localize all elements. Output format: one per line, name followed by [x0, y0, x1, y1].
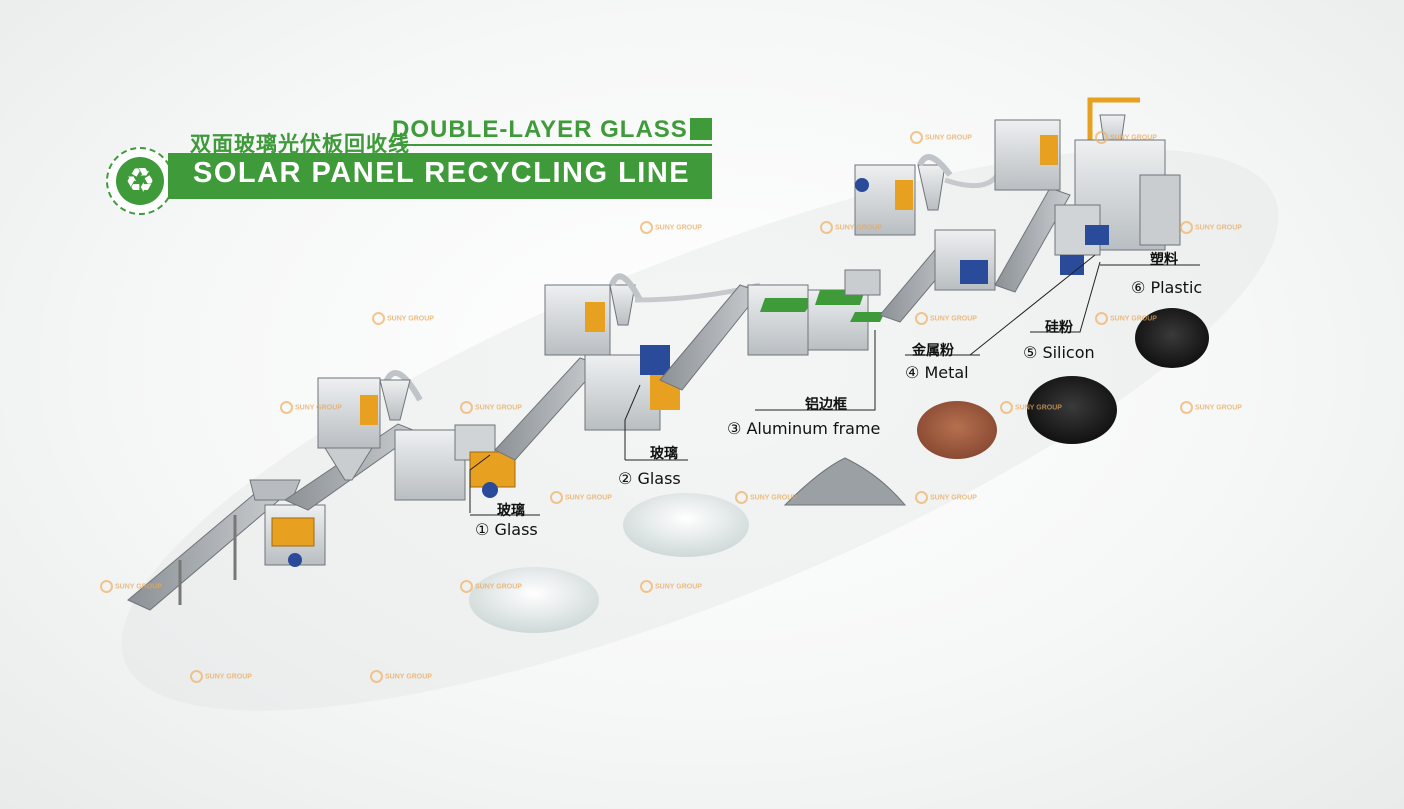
watermark: SUNY GROUP	[910, 131, 972, 144]
output-4-label-cn: 金属粉	[912, 343, 954, 359]
conveyor-1	[127, 479, 301, 611]
watermark: SUNY GROUP	[1000, 401, 1062, 414]
output-4-name: Metal	[924, 363, 969, 382]
watermark: SUNY GROUP	[735, 491, 797, 504]
output-2-number: ②	[618, 469, 633, 488]
output-3-label-cn: 铝边框	[805, 397, 847, 413]
output-1-number: ①	[475, 520, 490, 539]
output-6-label: ⑥ Plastic	[1131, 278, 1202, 297]
watermark: SUNY GROUP	[640, 580, 702, 593]
output-2-label: ② Glass	[618, 469, 681, 488]
metal-powder-pile	[917, 401, 997, 459]
output-3-name: Aluminum frame	[746, 419, 881, 438]
watermark: SUNY GROUP	[372, 312, 434, 325]
output-6-label-cn: 塑料	[1150, 252, 1178, 268]
watermark: SUNY GROUP	[915, 312, 977, 325]
output-5-label: ⑤ Silicon	[1023, 343, 1095, 362]
grinder-station-3	[934, 229, 996, 291]
watermark: SUNY GROUP	[1180, 221, 1242, 234]
output-6-name: Plastic	[1150, 278, 1203, 297]
leader-1	[469, 454, 491, 513]
watermark: SUNY GROUP	[640, 221, 702, 234]
watermark: SUNY GROUP	[1180, 401, 1242, 414]
silicon-powder-pile	[1027, 376, 1117, 444]
watermark: SUNY GROUP	[820, 221, 882, 234]
shredder-1	[264, 504, 326, 567]
separation-station-final	[1054, 139, 1181, 275]
output-5-number: ⑤	[1023, 343, 1038, 362]
leader-2	[624, 384, 641, 460]
watermark: SUNY GROUP	[100, 580, 162, 593]
watermark: SUNY GROUP	[280, 401, 342, 414]
banner-square	[690, 118, 712, 140]
watermark: SUNY GROUP	[1095, 312, 1157, 325]
dust-collector-3	[854, 154, 1003, 236]
watermark: SUNY GROUP	[190, 670, 252, 683]
leader-lines	[469, 254, 1200, 516]
banner-title-cn: 双面玻璃光伏板回收线	[190, 132, 410, 156]
output-6-number: ⑥	[1131, 278, 1146, 297]
crusher-station-1	[394, 424, 516, 501]
output-5-name: Silicon	[1042, 343, 1095, 362]
dust-collector-4	[994, 97, 1140, 191]
output-2-label-cn: 玻璃	[650, 446, 678, 462]
glass-pile-2	[623, 493, 749, 557]
aluminum-pile	[783, 457, 907, 506]
watermark: SUNY GROUP	[370, 670, 432, 683]
output-1-name: Glass	[494, 520, 538, 539]
watermark: SUNY GROUP	[460, 580, 522, 593]
output-1-label-cn: 玻璃	[497, 503, 525, 519]
glass-pile-1	[469, 567, 599, 633]
recycle-badge: ♻	[106, 147, 174, 215]
leader-5	[1030, 261, 1101, 333]
watermark: SUNY GROUP	[1095, 131, 1157, 144]
banner-title-top: DOUBLE-LAYER GLASS	[392, 116, 688, 143]
output-5-label-cn: 硅粉	[1045, 320, 1073, 336]
watermark: SUNY GROUP	[460, 401, 522, 414]
output-4-label: ④ Metal	[905, 363, 969, 382]
conveyor-6	[994, 187, 1071, 293]
output-4-number: ④	[905, 363, 920, 382]
frame-separator	[747, 269, 885, 356]
banner-title-main: SOLAR PANEL RECYCLING LINE	[193, 157, 691, 189]
leader-3	[755, 330, 876, 411]
output-2-name: Glass	[637, 469, 681, 488]
watermark: SUNY GROUP	[550, 491, 612, 504]
output-1-label: ① Glass	[475, 520, 538, 539]
output-3-label: ③ Aluminum frame	[727, 419, 880, 438]
output-3-number: ③	[727, 419, 742, 438]
watermark: SUNY GROUP	[915, 491, 977, 504]
banner-bar	[168, 153, 712, 199]
recycle-icon: ♻	[116, 157, 164, 205]
banner-divider	[392, 144, 712, 146]
